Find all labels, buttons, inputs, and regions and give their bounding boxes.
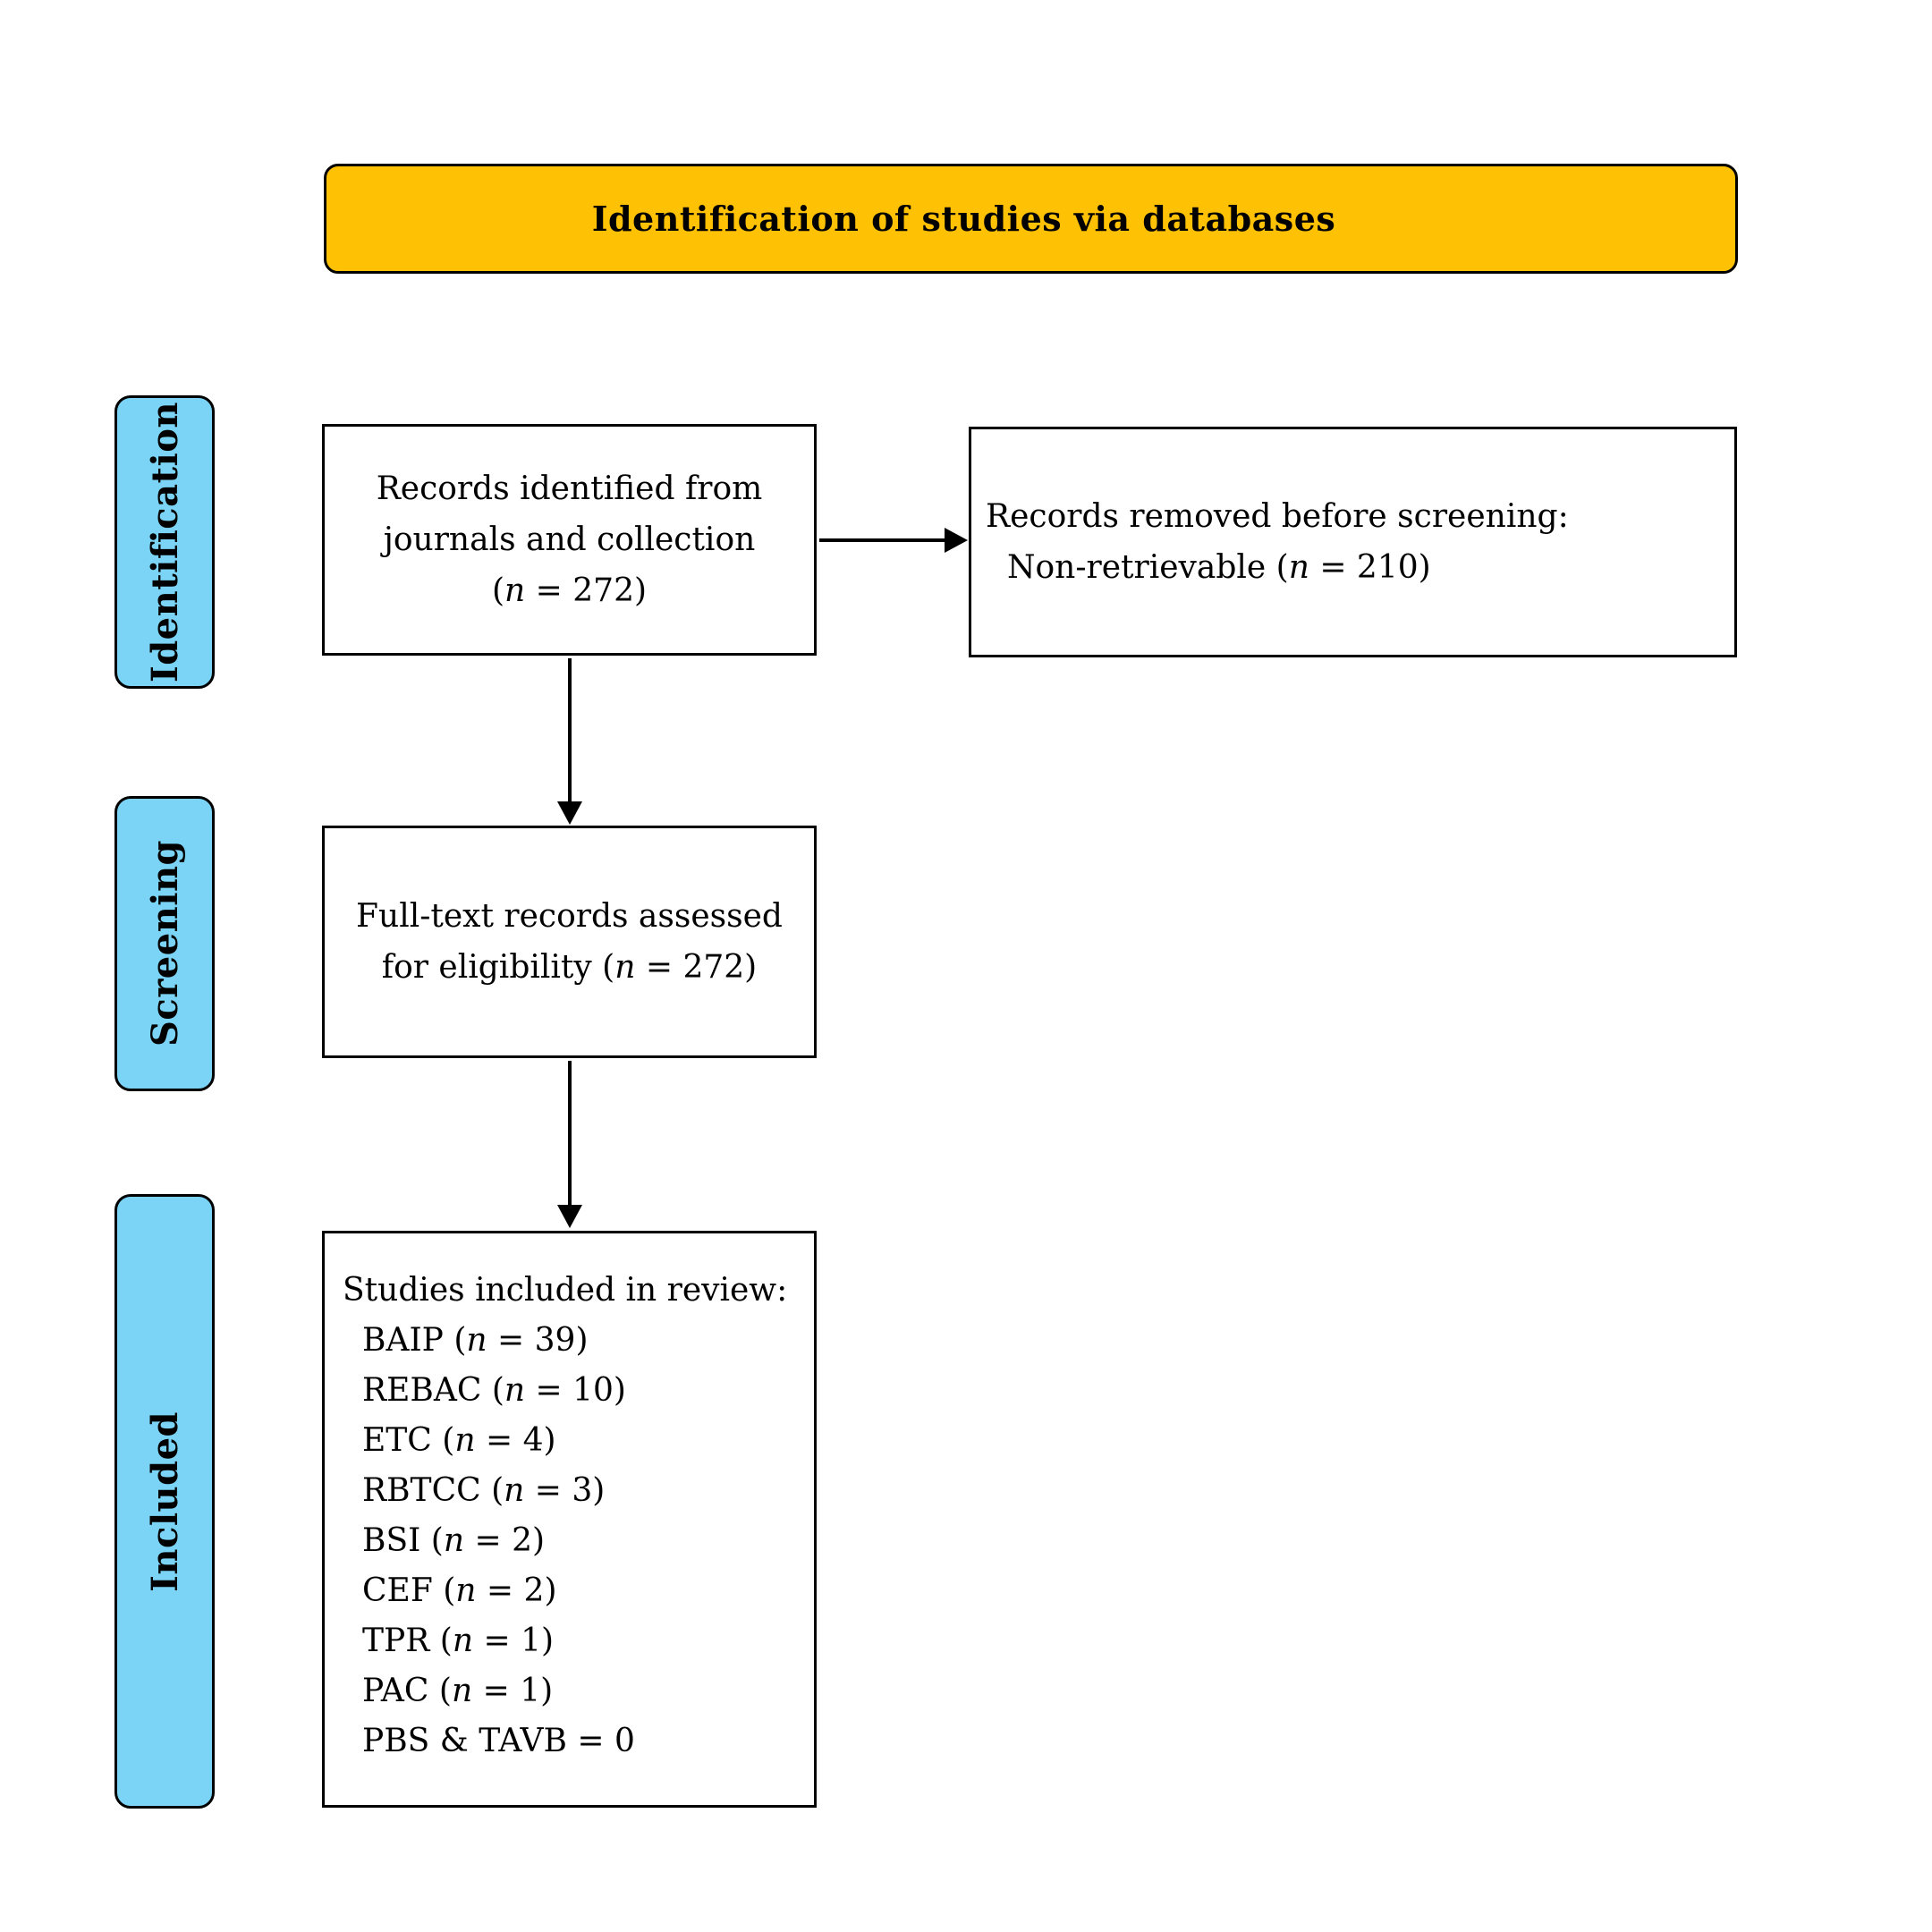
included-item: TPR (n = 1): [362, 1623, 555, 1659]
stage-label-included: Included: [143, 1411, 186, 1592]
box-text-line: Non-retrievable (n = 210): [1007, 549, 1431, 586]
stage-bar-included: Included: [114, 1194, 215, 1809]
box-text-line: Records identified from: [376, 470, 763, 507]
box-records-identified: Records identified from journals and col…: [322, 424, 817, 656]
included-item: BSI (n = 2): [362, 1522, 546, 1559]
stage-label-identification: Identification: [143, 402, 186, 682]
included-item: CEF (n = 2): [362, 1572, 557, 1609]
included-item: RBTCC (n = 3): [362, 1472, 606, 1509]
page-title: Identification of studies via databases: [591, 199, 1336, 239]
stage-bar-identification: Identification: [114, 395, 215, 689]
box-studies-included: Studies included in review: BAIP (n = 39…: [322, 1231, 817, 1808]
arrow-fulltext-to-included-line: [568, 1061, 572, 1207]
header-banner: Identification of studies via databases: [324, 164, 1738, 274]
arrow-right-head-icon: [945, 528, 968, 553]
box-records-removed: Records removed before screening: Non-re…: [969, 427, 1737, 657]
box-fulltext-assessed: Full-text records assessed for eligibili…: [322, 826, 817, 1058]
arrow-identified-to-removed-line: [819, 538, 947, 542]
box-text-line: journals and collection: [383, 521, 756, 558]
box-text-line: Full-text records assessed: [356, 898, 783, 935]
box-text-line: (n = 272): [491, 572, 648, 609]
arrow-down-head-icon: [557, 801, 582, 825]
stage-bar-screening: Screening: [114, 796, 215, 1091]
included-item: ETC (n = 4): [362, 1422, 556, 1459]
box-text-line: Records removed before screening:: [986, 498, 1569, 535]
box-text-line: for eligibility (n = 272): [381, 949, 758, 986]
stage-label-screening: Screening: [143, 840, 186, 1047]
arrow-identified-to-fulltext-line: [568, 658, 572, 804]
included-item: PAC (n = 1): [362, 1673, 554, 1709]
included-title: Studies included in review:: [343, 1272, 788, 1309]
included-item: REBAC (n = 10): [362, 1372, 626, 1409]
included-item: PBS & TAVB = 0: [362, 1723, 635, 1759]
arrow-down-head-icon: [557, 1205, 582, 1228]
included-item: BAIP (n = 39): [362, 1322, 589, 1359]
